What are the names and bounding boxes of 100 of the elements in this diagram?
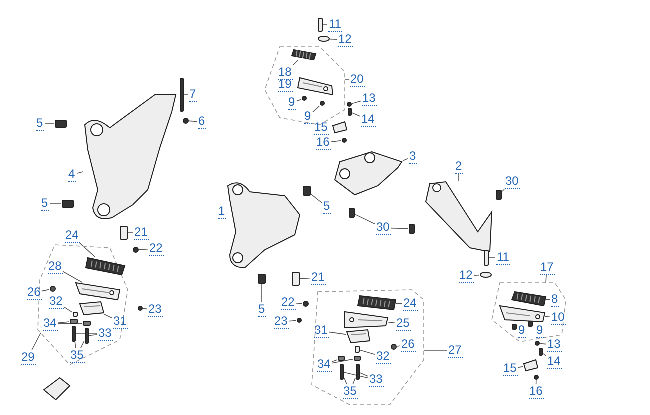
screw-drawing bbox=[302, 96, 307, 101]
callout-number: 32 bbox=[376, 350, 391, 364]
spring-drawing bbox=[303, 301, 309, 307]
leader-line bbox=[332, 360, 338, 362]
callout-number: 20 bbox=[350, 73, 365, 87]
leader-line bbox=[344, 378, 348, 385]
callout-number: 9 bbox=[536, 324, 544, 338]
callout-number: 23 bbox=[148, 303, 163, 317]
callout-number: 22 bbox=[280, 296, 296, 310]
callout-number: 26 bbox=[400, 338, 416, 352]
leader-line bbox=[58, 323, 83, 324]
callout-number: 3 bbox=[408, 150, 418, 164]
callout-number: 16 bbox=[316, 136, 331, 150]
callout-number: 4 bbox=[68, 168, 76, 182]
callout-number: 24 bbox=[402, 297, 418, 311]
spring-drawing bbox=[133, 247, 139, 253]
footpeg-drawing bbox=[76, 283, 120, 300]
spring-drawing bbox=[539, 348, 543, 356]
callout-number: 30 bbox=[504, 175, 520, 189]
leader-line bbox=[62, 271, 83, 283]
ball-drawing bbox=[347, 102, 352, 107]
callout-number: 2 bbox=[454, 160, 464, 174]
callout-number: 21 bbox=[134, 226, 149, 240]
leader-line bbox=[80, 242, 96, 258]
leader-line bbox=[328, 332, 347, 336]
leader-line bbox=[458, 174, 460, 182]
callout-number: 34 bbox=[316, 358, 332, 372]
screw-drawing bbox=[356, 364, 360, 380]
leader-line bbox=[296, 99, 302, 102]
callout-number: 7 bbox=[188, 88, 198, 102]
callout-number: 12 bbox=[458, 269, 474, 283]
screw-drawing bbox=[340, 364, 344, 380]
plate-drawing bbox=[333, 122, 347, 133]
weight-drawing bbox=[80, 302, 104, 315]
plate-drawing bbox=[524, 360, 538, 371]
leader-line bbox=[300, 278, 310, 280]
screw-drawing bbox=[512, 324, 517, 330]
leader-line bbox=[292, 60, 299, 66]
leader-line bbox=[104, 314, 112, 318]
leader-line bbox=[89, 334, 98, 336]
plate-drawing bbox=[44, 378, 70, 400]
leader-line bbox=[360, 372, 368, 377]
leader-line bbox=[546, 275, 547, 284]
callout-number: 15 bbox=[314, 121, 329, 135]
callout-number: 23 bbox=[274, 315, 289, 329]
pin-drawing bbox=[318, 18, 323, 32]
leader-line bbox=[139, 249, 148, 250]
pin-drawing bbox=[484, 250, 489, 266]
callout-number: 11 bbox=[496, 251, 510, 265]
leader-line bbox=[397, 346, 400, 347]
bushing-drawing bbox=[70, 319, 78, 324]
leader-line bbox=[323, 24, 328, 26]
leader-line bbox=[32, 332, 42, 351]
bolt-drawing bbox=[303, 186, 311, 196]
callout-number: 30 bbox=[376, 221, 391, 235]
callout-number: 1 bbox=[218, 205, 226, 219]
bolt-drawing bbox=[496, 190, 502, 200]
callout-number: 33 bbox=[368, 373, 384, 387]
leader-line bbox=[540, 343, 546, 345]
callout-number: 12 bbox=[338, 33, 353, 47]
leader-line bbox=[344, 372, 368, 378]
leader-line bbox=[518, 366, 524, 368]
bolt-drawing bbox=[349, 208, 355, 218]
callout-number: 13 bbox=[362, 92, 377, 106]
spacer-drawing bbox=[355, 346, 360, 353]
callout-number: 9 bbox=[304, 110, 312, 124]
footpeg-rubber-drawing bbox=[358, 296, 396, 310]
footpeg-drawing bbox=[345, 312, 388, 328]
leader-line bbox=[311, 194, 322, 204]
leader-line bbox=[74, 342, 76, 349]
pin-drawing bbox=[120, 226, 128, 240]
spring-drawing bbox=[348, 108, 352, 116]
callout-number: 14 bbox=[360, 113, 376, 127]
callout-number: 15 bbox=[502, 362, 518, 376]
footrest-bracket-drawing bbox=[335, 152, 403, 196]
leader-line bbox=[390, 228, 409, 230]
bolt-drawing bbox=[258, 274, 266, 284]
clip-drawing bbox=[138, 306, 143, 311]
ball-drawing bbox=[535, 341, 540, 346]
callout-number: 27 bbox=[448, 344, 463, 358]
leader-line bbox=[474, 274, 480, 276]
leader-line bbox=[296, 303, 303, 304]
screw-drawing bbox=[85, 328, 89, 344]
clip-drawing bbox=[342, 138, 347, 143]
callout-number: 5 bbox=[322, 200, 332, 214]
leader-line bbox=[355, 214, 376, 224]
leader-line bbox=[42, 289, 50, 292]
leader-line bbox=[360, 350, 376, 355]
callout-number: 11 bbox=[328, 18, 342, 32]
leader-line bbox=[76, 172, 84, 174]
leader-line bbox=[189, 120, 198, 122]
callout-number: 14 bbox=[546, 355, 562, 369]
bolt-drawing bbox=[409, 224, 415, 234]
callout-number: 35 bbox=[342, 385, 358, 399]
callout-number: 17 bbox=[540, 261, 555, 275]
footpeg-drawing bbox=[298, 78, 333, 95]
callout-number: 32 bbox=[48, 295, 64, 309]
leader-line bbox=[352, 100, 362, 104]
screw-drawing bbox=[320, 101, 325, 106]
callout-number: 5 bbox=[258, 303, 266, 317]
